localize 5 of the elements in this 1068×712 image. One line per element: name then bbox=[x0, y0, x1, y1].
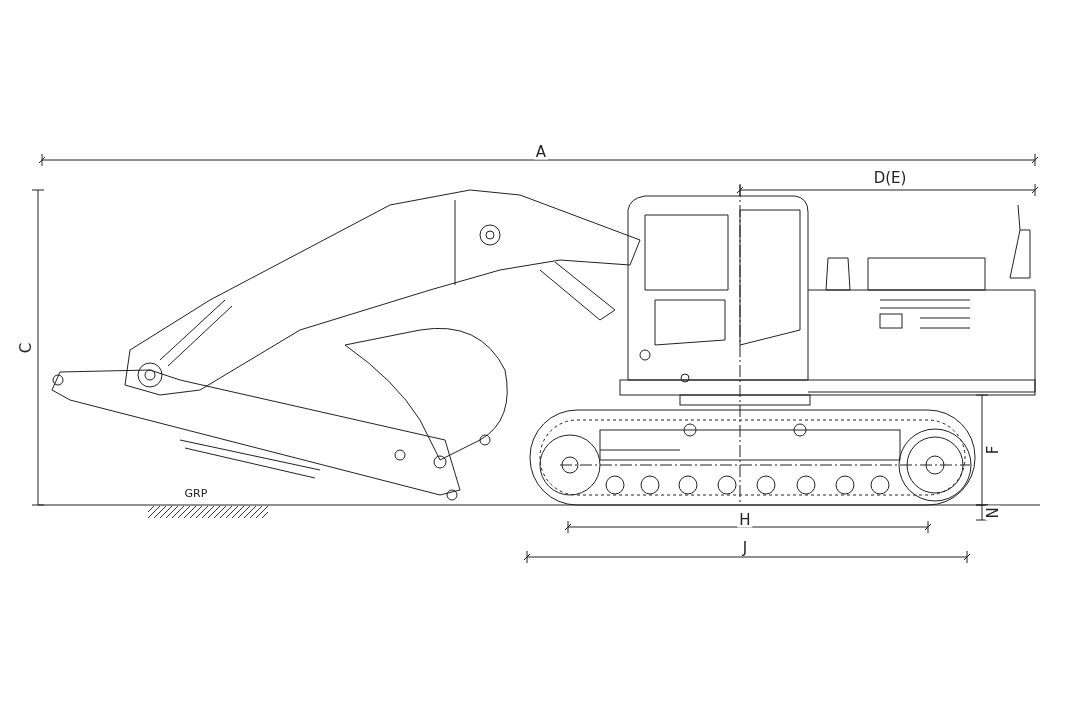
dimension-label: H bbox=[737, 512, 753, 528]
dimension-label: A bbox=[533, 144, 549, 160]
dimension-label: N bbox=[985, 505, 1001, 521]
dimension-label: GRP bbox=[182, 487, 210, 499]
dimension-label: C bbox=[18, 340, 34, 356]
